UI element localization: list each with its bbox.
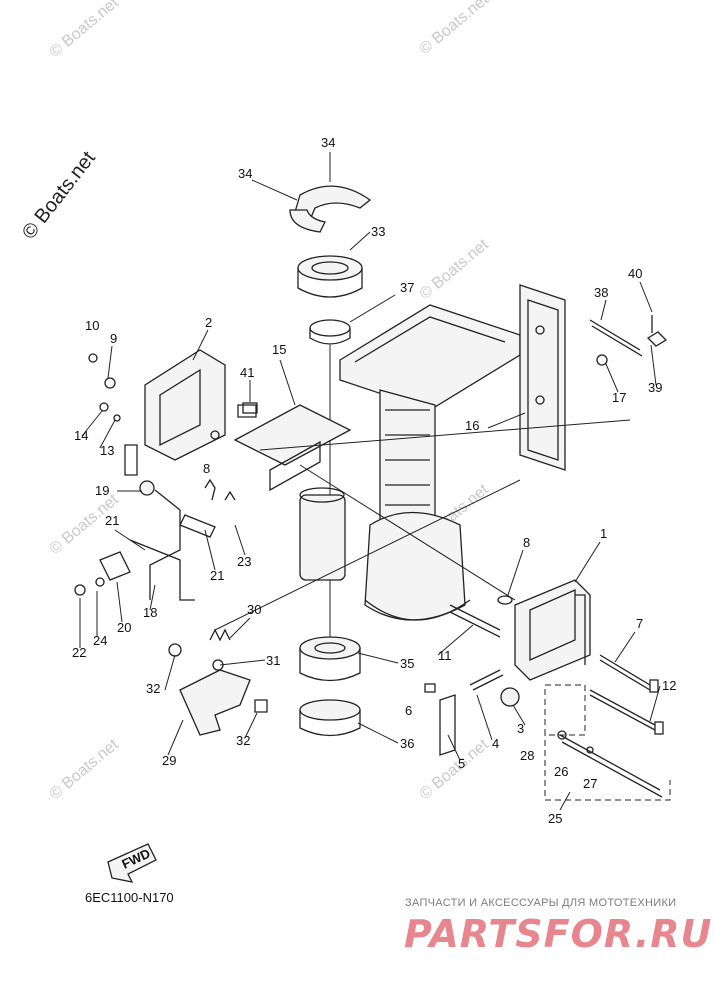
callout-8a: 8 [203, 461, 210, 476]
callout-9: 9 [110, 331, 117, 346]
callout-12: 12 [662, 678, 676, 693]
callout-37: 37 [400, 280, 414, 295]
callout-4: 4 [492, 736, 499, 751]
callout-27: 27 [583, 776, 597, 791]
watermark-text: © Boats.net [47, 736, 123, 803]
callout-15: 15 [272, 342, 286, 357]
part-lever-29 [168, 628, 268, 736]
part-pin-11 [449, 604, 501, 631]
callout-26: 26 [554, 764, 568, 779]
part-mount-36 [299, 699, 361, 737]
leader-line [214, 479, 521, 631]
callout-25: 25 [548, 811, 562, 826]
callout-11: 11 [438, 648, 452, 663]
part-pin-11 [449, 611, 501, 638]
callout-13: 13 [100, 443, 114, 458]
part-bolts [589, 654, 664, 735]
part-clamp-bracket-1 [497, 579, 591, 681]
part-bracket-16 [519, 284, 566, 471]
leader-line [259, 419, 631, 451]
callout-34a: 34 [321, 135, 335, 150]
callout-19: 19 [95, 483, 109, 498]
callout-34b: 34 [238, 166, 252, 181]
fwd-arrow-icon: FWD [107, 843, 157, 883]
part-code: 6EC1100-N170 [85, 890, 174, 905]
callout-labels: 1 2 3 4 5 6 7 8 8 9 10 11 12 13 14 15 16… [72, 135, 676, 826]
part-mount-35 [299, 636, 361, 682]
callout-38: 38 [594, 285, 608, 300]
callout-32a: 32 [146, 681, 160, 696]
callout-1: 1 [600, 526, 607, 541]
part-mount-15 [233, 402, 352, 581]
callout-28: 28 [520, 748, 534, 763]
callout-21b: 21 [210, 568, 224, 583]
part-spring-4 [424, 669, 520, 756]
callout-33: 33 [371, 224, 385, 239]
part-group-25 [544, 684, 671, 801]
part-plate-41 [237, 404, 257, 418]
callout-20: 20 [117, 620, 131, 635]
callout-29: 29 [162, 753, 176, 768]
callout-10: 10 [85, 318, 99, 333]
callout-3: 3 [517, 721, 524, 736]
callout-24: 24 [93, 633, 107, 648]
watermark-text: © Boats.net [47, 0, 123, 61]
part-bushing-33 [297, 255, 363, 298]
callout-31: 31 [266, 653, 280, 668]
callout-16: 16 [465, 418, 479, 433]
callout-41: 41 [240, 365, 254, 380]
callout-36: 36 [400, 736, 414, 751]
callout-21a: 21 [105, 513, 119, 528]
leader-line [299, 464, 516, 601]
callout-30: 30 [247, 602, 261, 617]
part-lever-rods [74, 478, 236, 601]
part-bracket-2 [88, 349, 226, 476]
callout-40: 40 [628, 266, 642, 281]
callout-35: 35 [400, 656, 414, 671]
shop-logo[interactable]: PARTSFOR.RU [404, 912, 713, 956]
callout-22: 22 [72, 645, 86, 660]
callout-32b: 32 [236, 733, 250, 748]
callout-5: 5 [458, 756, 465, 771]
callout-8b: 8 [523, 535, 530, 550]
callout-7: 7 [636, 616, 643, 631]
part-snap-rings [289, 185, 372, 233]
callout-17: 17 [612, 390, 626, 405]
shop-tagline: ЗАПЧАСТИ И АКСЕССУАРЫ ДЛЯ МОТОТЕХНИКИ [405, 897, 677, 909]
callout-39: 39 [648, 380, 662, 395]
part-drive-shaft-housing [339, 304, 521, 621]
watermark-text: © Boats.net [417, 236, 493, 303]
callout-18: 18 [143, 605, 157, 620]
part-rod-38 [589, 315, 668, 366]
callout-leaders [79, 152, 661, 811]
watermark-text: © Boats.net [417, 0, 493, 58]
callout-23: 23 [237, 554, 251, 569]
callout-2: 2 [205, 315, 212, 330]
part-clamp-37 [309, 294, 396, 345]
callout-6: 6 [405, 703, 412, 718]
